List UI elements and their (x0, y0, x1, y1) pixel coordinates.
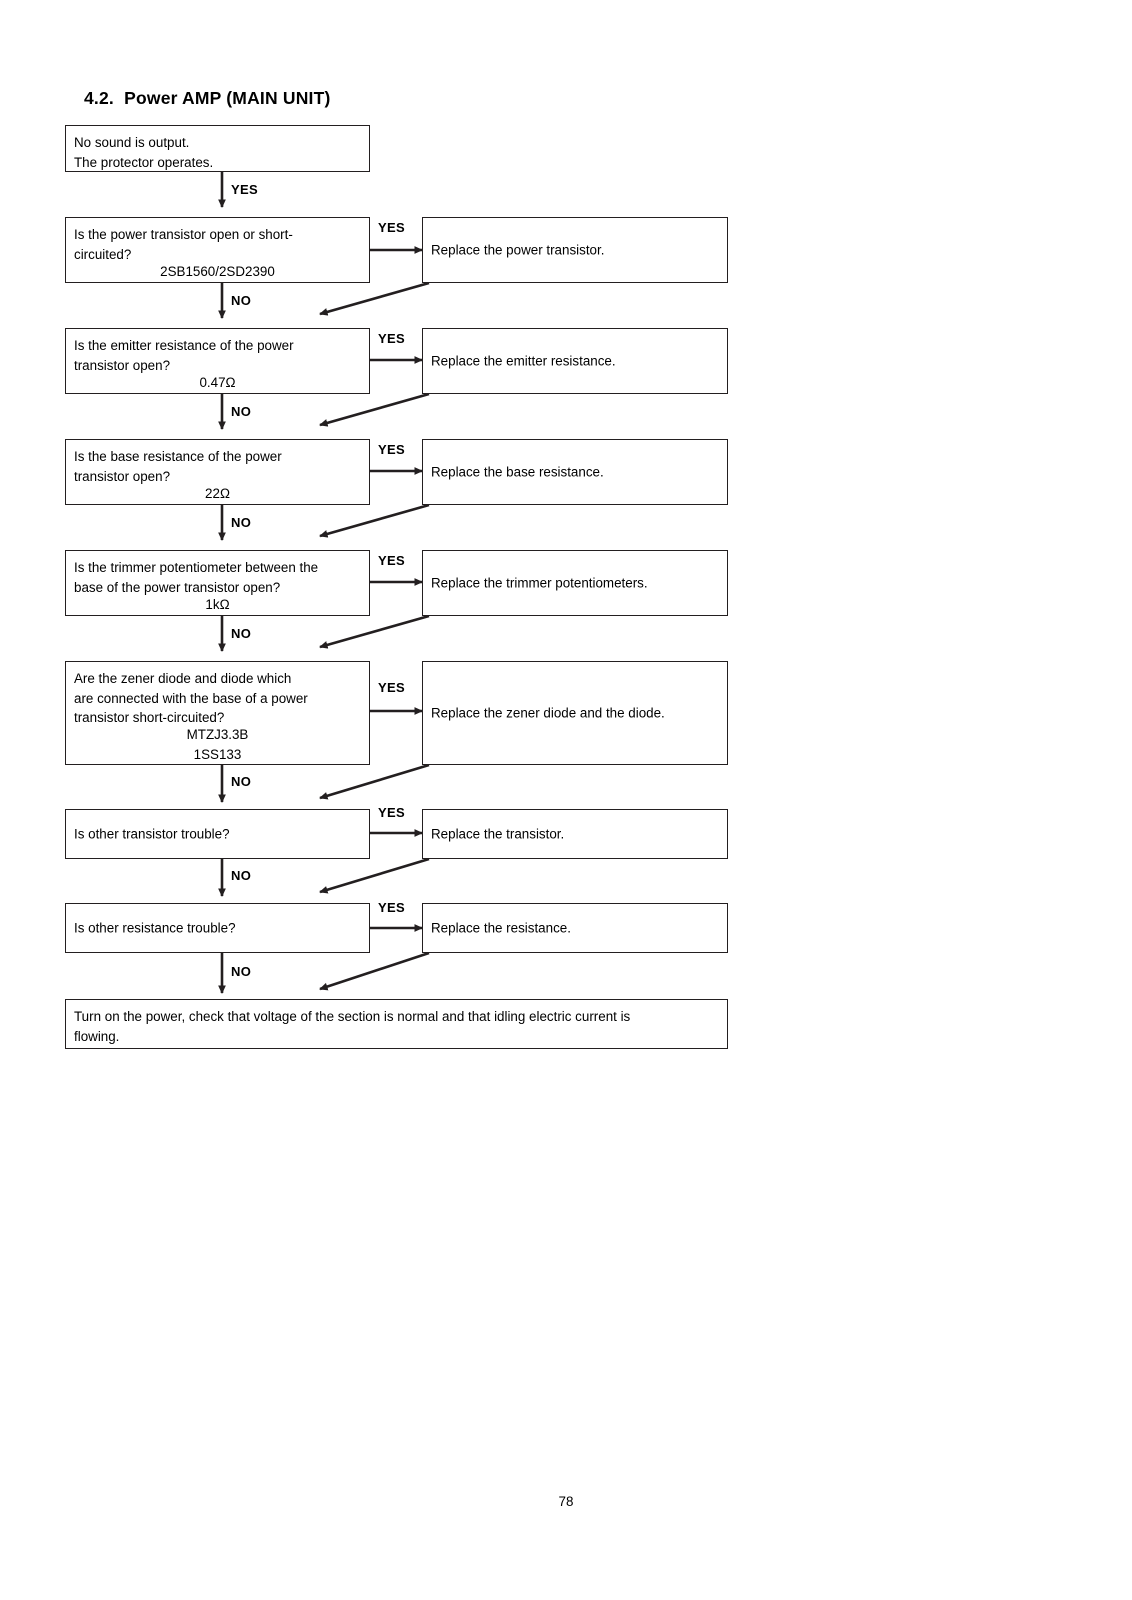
decision-box-trimmer-potentiometer: Is the trimmer potentiometer between the… (65, 550, 370, 616)
action-box-replace-base-resistance: Replace the base resistance. (422, 439, 728, 505)
decision-text-emitter-resistance: Is the emitter resistance of the power t… (74, 338, 294, 373)
edge-label-no-7: NO (231, 964, 252, 979)
decision-text-other-transistor: Is other transistor trouble? (74, 826, 230, 842)
part-value-base-resistance: 22Ω (205, 486, 230, 501)
action-text-replace-emitter-resistance: Replace the emitter resistance. (431, 353, 616, 369)
page-title: 4.2. Power AMP (MAIN UNIT) (84, 88, 331, 108)
action-text-replace-trimmer-potentiometers: Replace the trimmer potentiometers. (431, 575, 648, 591)
part-value-trimmer-potentiometer: 1kΩ (205, 597, 230, 612)
action-text-replace-base-resistance: Replace the base resistance. (431, 464, 604, 480)
edge-label-yes-2: YES (378, 331, 405, 346)
edge-label-yes-1: YES (378, 220, 405, 235)
decision-box-base-resistance: Is the base resistance of the power tran… (65, 439, 370, 505)
decision-box-emitter-resistance: Is the emitter resistance of the power t… (65, 328, 370, 394)
flow-end-text: Turn on the power, check that voltage of… (74, 1009, 631, 1044)
edge-label-no-3: NO (231, 515, 252, 530)
action-box-replace-resistance: Replace the resistance. (422, 903, 728, 953)
decision-text-power-transistor: Is the power transistor open or short- c… (74, 227, 293, 262)
edge-label-yes-4: YES (378, 553, 405, 568)
edge-label-no-1: NO (231, 293, 252, 308)
decision-text-trimmer-potentiometer: Is the trimmer potentiometer between the… (74, 560, 319, 595)
flow-start-box: No sound is output. The protector operat… (65, 125, 370, 172)
action-box-replace-zener-diode: Replace the zener diode and the diode. (422, 661, 728, 765)
edge-label-no-6: NO (231, 868, 252, 883)
decision-box-other-resistance: Is other resistance trouble? (65, 903, 370, 953)
decision-text-zener-diode: Are the zener diode and diode which are … (74, 671, 308, 725)
action-box-replace-transistor: Replace the transistor. (422, 809, 728, 859)
part-value-emitter-resistance: 0.47Ω (199, 375, 236, 390)
edge-label-yes-3: YES (378, 442, 405, 457)
action-text-replace-transistor: Replace the transistor. (431, 826, 565, 842)
decision-box-other-transistor: Is other transistor trouble? (65, 809, 370, 859)
part-number-power-transistor: 2SB1560/2SD2390 (160, 264, 275, 279)
action-text-replace-zener-diode: Replace the zener diode and the diode. (431, 705, 665, 721)
flow-end-box: Turn on the power, check that voltage of… (65, 999, 728, 1049)
edge-label-yes-6: YES (378, 805, 405, 820)
action-box-replace-power-transistor: Replace the power transistor. (422, 217, 728, 283)
action-text-replace-resistance: Replace the resistance. (431, 920, 571, 936)
edge-label-entry-yes: YES (231, 182, 258, 197)
part-numbers-zener-diode: MTZJ3.3B 1SS133 (186, 727, 249, 762)
edge-label-no-2: NO (231, 404, 252, 419)
decision-box-zener-diode: Are the zener diode and diode which are … (65, 661, 370, 765)
action-box-replace-emitter-resistance: Replace the emitter resistance. (422, 328, 728, 394)
decision-text-other-resistance: Is other resistance trouble? (74, 920, 236, 936)
edge-label-no-4: NO (231, 626, 252, 641)
page-number: 78 (558, 1494, 574, 1509)
action-text-replace-power-transistor: Replace the power transistor. (431, 242, 605, 258)
edge-label-yes-7: YES (378, 900, 405, 915)
action-box-replace-trimmer-potentiometers: Replace the trimmer potentiometers. (422, 550, 728, 616)
flow-start-text: No sound is output. The protector operat… (74, 135, 214, 170)
decision-box-power-transistor: Is the power transistor open or short- c… (65, 217, 370, 283)
decision-text-base-resistance: Is the base resistance of the power tran… (74, 449, 282, 484)
edge-label-yes-5: YES (378, 680, 405, 695)
edge-label-no-5: NO (231, 774, 252, 789)
